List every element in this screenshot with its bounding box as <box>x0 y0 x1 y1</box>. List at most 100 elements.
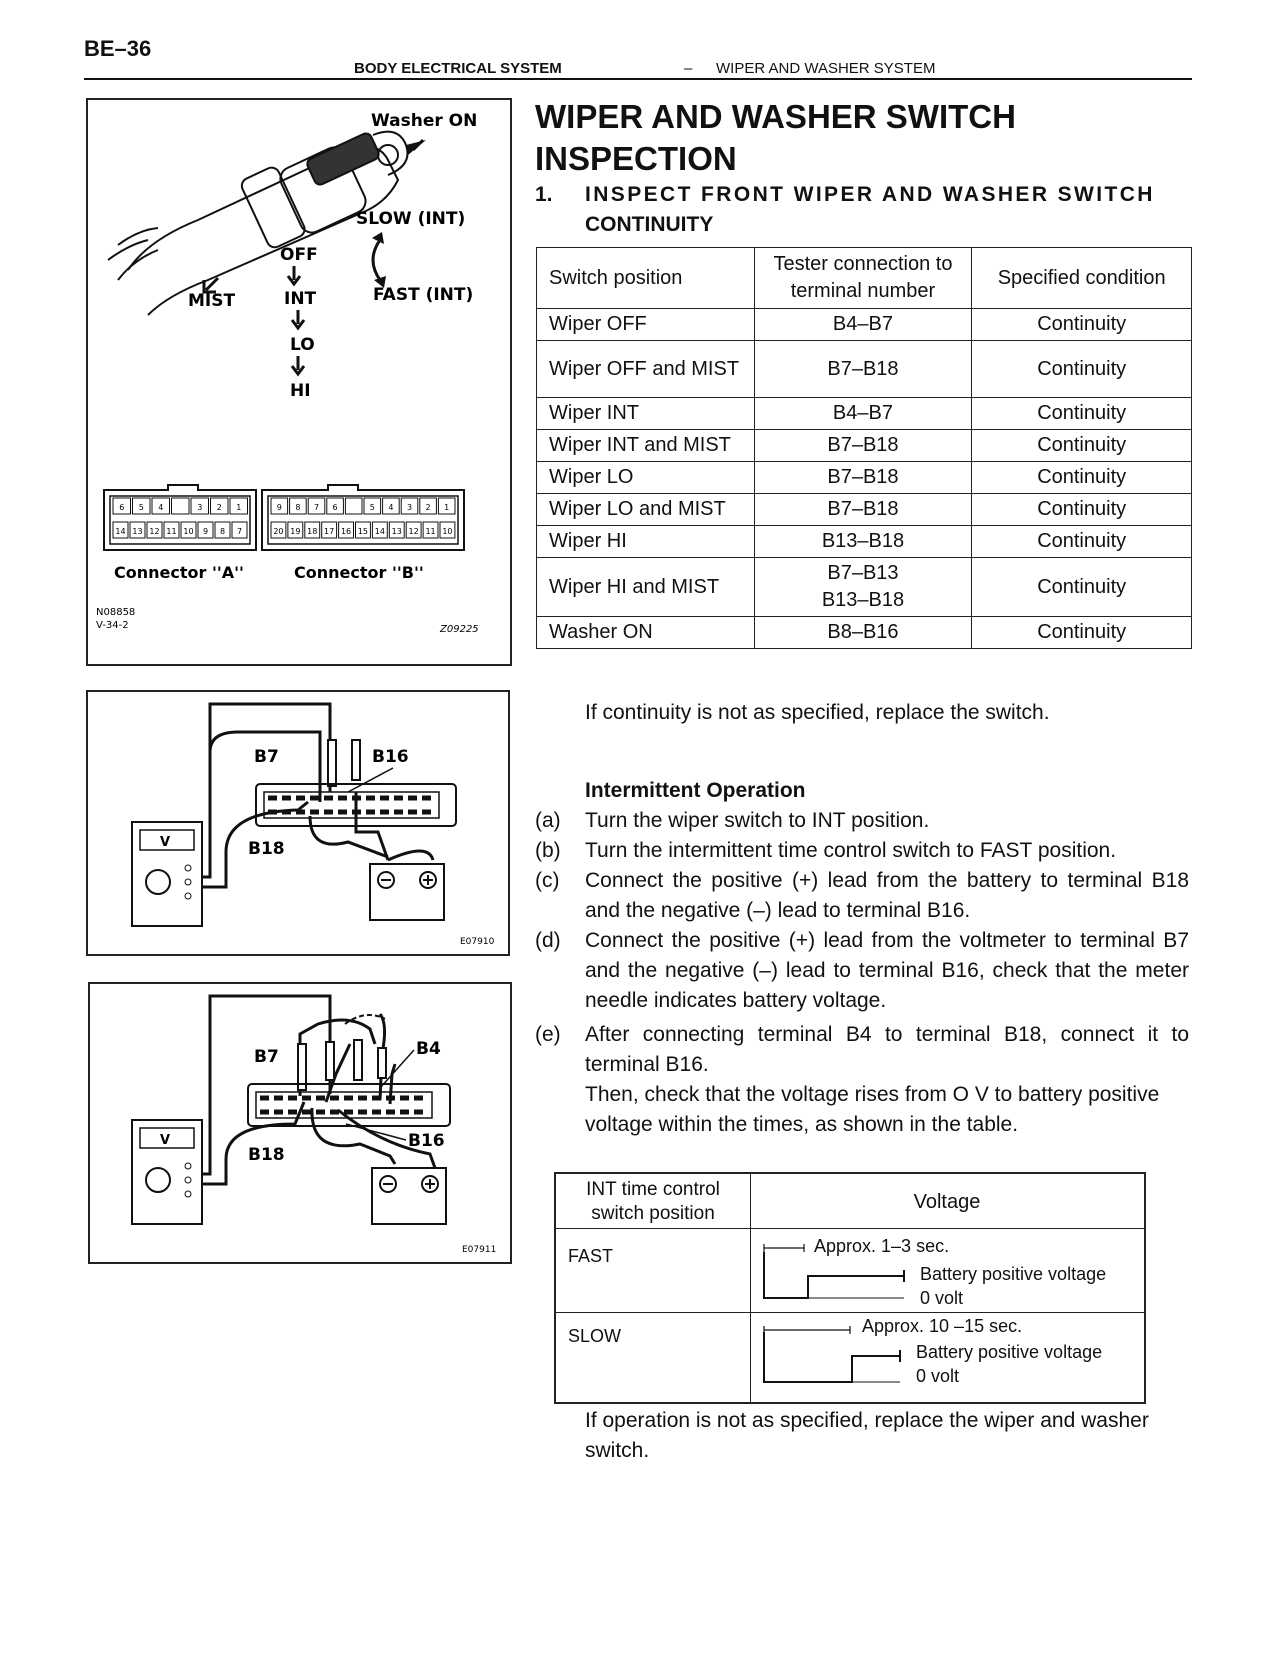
battery-2 <box>371 1167 447 1225</box>
table-cell: Continuity <box>971 397 1192 430</box>
connector-pin-label: 8 <box>220 527 225 536</box>
connector-pin <box>132 497 151 515</box>
table-cell: B7–B13 B13–B18 <box>753 557 973 617</box>
connector-pin <box>419 497 437 515</box>
step-label: (e) <box>535 1023 561 1046</box>
table-cell: Wiper HI <box>536 525 755 558</box>
step-text-continued: Then, check that the voltage rises from … <box>585 1083 1160 1136</box>
step-label: (b) <box>535 839 561 862</box>
connector-pin-label: 11 <box>425 527 435 536</box>
connector-pin <box>146 521 163 539</box>
section-title: BODY ELECTRICAL SYSTEM <box>354 60 562 77</box>
connector-pin-label: 14 <box>115 527 125 536</box>
int-row-high: Battery positive voltage <box>920 1264 1107 1284</box>
connector-pin-label: 12 <box>149 527 159 536</box>
step-text: After connecting terminal B4 to terminal… <box>585 1023 1189 1076</box>
b18-label-1: B18 <box>248 839 285 859</box>
connector-pin-label: 2 <box>426 503 431 512</box>
int-header-left: INT time control switch position <box>556 1178 750 1226</box>
connector-pin <box>112 521 129 539</box>
header-separator: – <box>684 60 693 77</box>
step-c: (c) Connect the positive (+) lead from t… <box>535 866 1195 926</box>
b18-label-2: B18 <box>248 1145 285 1165</box>
table-cell: B7–B18 <box>753 461 973 494</box>
hi-label: HI <box>290 381 311 401</box>
table-cell: B4–B7 <box>753 308 973 341</box>
connector-pin-label: 3 <box>407 503 412 512</box>
connector-pin-label: 13 <box>132 527 142 536</box>
table-cell: Wiper INT and MIST <box>536 429 755 462</box>
connector-b-2 <box>247 1083 451 1127</box>
connector-pin-label: 10 <box>442 527 452 536</box>
connector-pin <box>355 521 371 539</box>
table-cell: Continuity <box>971 616 1192 649</box>
connector-pin-label: 4 <box>158 503 163 512</box>
page-title-line-1: WIPER AND WASHER SWITCH <box>535 98 1016 135</box>
connector-pin <box>439 521 456 539</box>
connector-pin <box>180 521 197 539</box>
step-1-text-line-1: INSPECT FRONT WIPER AND WASHER SWITCH <box>585 183 1155 206</box>
off-label: OFF <box>280 245 318 265</box>
connector-pin <box>270 497 289 515</box>
figure-code-2: V-34-2 <box>96 620 129 631</box>
test-circuit-1-figure: B7 B16 B18 V E07910 <box>86 690 510 956</box>
intermittent-heading: Intermittent Operation <box>585 779 806 802</box>
step-a: (a) Turn the wiper switch to INT positio… <box>535 806 1195 836</box>
step-label: (a) <box>535 809 561 832</box>
int-row-high: Battery positive voltage <box>916 1342 1103 1362</box>
table-cell: Washer ON <box>536 616 755 649</box>
connector-pin <box>171 497 190 515</box>
table-cell: Wiper OFF and MIST <box>536 340 755 398</box>
table-cell: B4–B7 <box>753 397 973 430</box>
wiper-switch-stalk-illustration <box>107 130 409 316</box>
connector-pin-label: 20 <box>273 527 283 536</box>
step-text: Turn the intermittent time control switc… <box>585 839 1117 862</box>
connector-pin-label: 1 <box>444 503 449 512</box>
table-cell: Wiper LO <box>536 461 755 494</box>
connector-pin-label: 5 <box>370 503 375 512</box>
int-row-low: 0 volt <box>916 1366 960 1386</box>
connector-pin-label: 16 <box>341 527 351 536</box>
step-1-text-line-2: CONTINUITY <box>585 213 714 236</box>
connector-pin-label: 15 <box>358 527 368 536</box>
connector-pin-label: 1 <box>236 503 241 512</box>
connector-pin-label: 9 <box>203 527 208 536</box>
table-header-cell: Tester connection to terminal number <box>753 247 973 309</box>
connector-pin <box>231 521 248 539</box>
switch-figure: Washer ON SLOW (INT) FAST (INT) OFF MIST… <box>86 98 512 666</box>
continuity-note: If continuity is not as specified, repla… <box>585 701 1050 724</box>
int-row-low: 0 volt <box>920 1288 964 1308</box>
fast-int-label: FAST (INT) <box>373 285 473 305</box>
connector-pin-label: 6 <box>333 503 338 512</box>
table-cell: Continuity <box>971 557 1192 617</box>
voltmeter-1: V <box>131 821 203 927</box>
b7-label-2: B7 <box>254 1047 279 1067</box>
connector-pin-label: 19 <box>290 527 300 536</box>
table-cell: Continuity <box>971 429 1192 462</box>
page-number: BE–36 <box>84 36 152 61</box>
voltmeter-v-label-1: V <box>160 835 170 850</box>
step-b: (b) Turn the intermittent time control s… <box>535 836 1195 866</box>
connector-pin <box>210 497 229 515</box>
step-d: (d) Connect the positive (+) lead from t… <box>535 926 1195 1016</box>
step-label: (c) <box>535 869 560 892</box>
connector-pin <box>129 521 146 539</box>
continuity-table: Switch position Tester connection to ter… <box>536 247 1192 649</box>
connector-pin-label: 17 <box>324 527 334 536</box>
slow-waveform <box>763 1326 901 1383</box>
connector-pin <box>304 521 321 539</box>
step-text: Connect the positive (+) lead from the v… <box>585 929 1189 1012</box>
connector-pin <box>307 497 326 515</box>
connector-pin <box>338 521 355 539</box>
int-time-table: INT time control switch position Voltage… <box>554 1172 1146 1404</box>
fast-waveform <box>763 1244 905 1299</box>
connector-pin-label: 8 <box>295 503 300 512</box>
figure-code-test1: E07910 <box>460 937 495 947</box>
connector-pin-label: 7 <box>314 503 319 512</box>
